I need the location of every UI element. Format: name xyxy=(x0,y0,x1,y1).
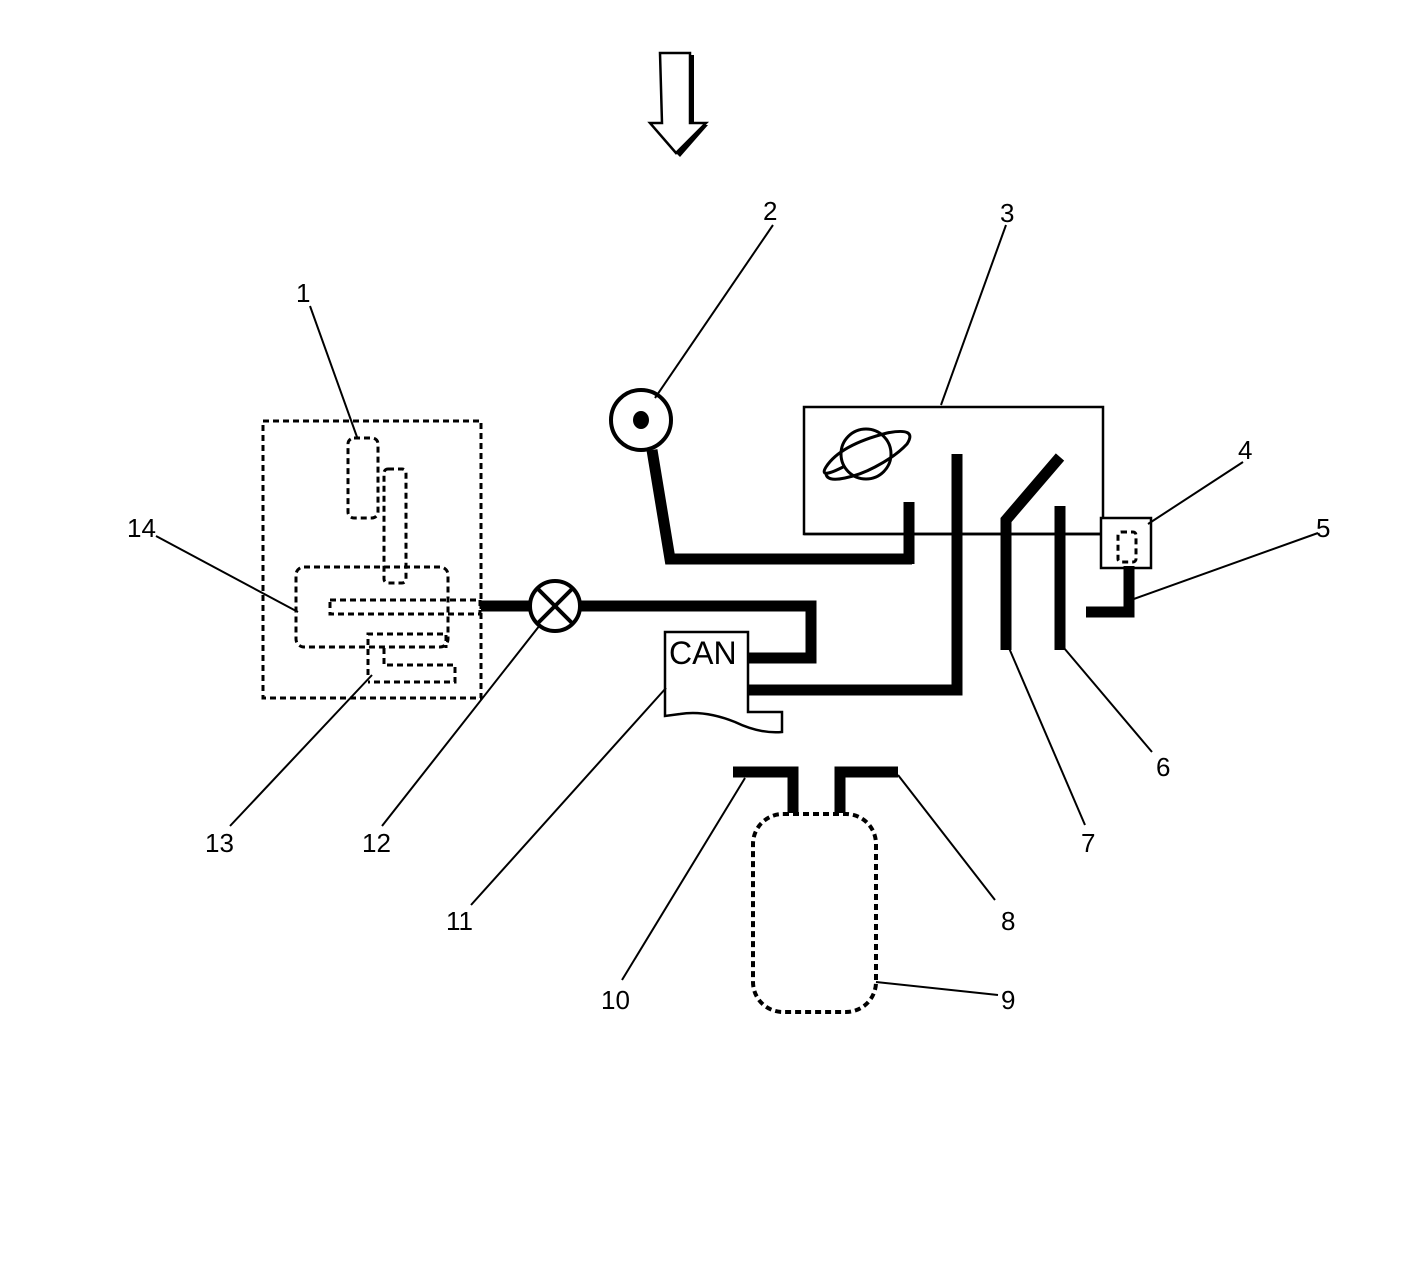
callout-10: 10 xyxy=(601,985,630,1015)
callout-2: 2 xyxy=(763,196,777,226)
callout-5: 5 xyxy=(1316,513,1330,543)
fluid-reservoir xyxy=(733,766,898,1014)
callout-1: 1 xyxy=(296,278,310,308)
leader-lines xyxy=(155,224,1319,996)
engine-block xyxy=(261,419,483,700)
callout-14: 14 xyxy=(127,513,156,543)
clutch-plates xyxy=(1000,453,1066,650)
direction-arrow-icon xyxy=(647,51,710,157)
callout-3: 3 xyxy=(1000,198,1014,228)
callout-9: 9 xyxy=(1001,985,1015,1015)
callout-13: 13 xyxy=(205,828,234,858)
throttle-valve xyxy=(481,579,817,664)
callout-labels: 1 2 3 4 5 6 7 8 9 10 11 12 13 14 xyxy=(127,196,1330,1015)
callout-7: 7 xyxy=(1081,828,1095,858)
callout-6: 6 xyxy=(1156,752,1170,782)
callout-11: 11 xyxy=(446,906,473,936)
callout-12: 12 xyxy=(362,828,391,858)
can-label: CAN xyxy=(669,635,737,671)
can-module: CAN xyxy=(663,454,963,734)
callout-4: 4 xyxy=(1238,435,1252,465)
output-speed-sensor xyxy=(1086,516,1153,618)
callout-8: 8 xyxy=(1001,906,1015,936)
